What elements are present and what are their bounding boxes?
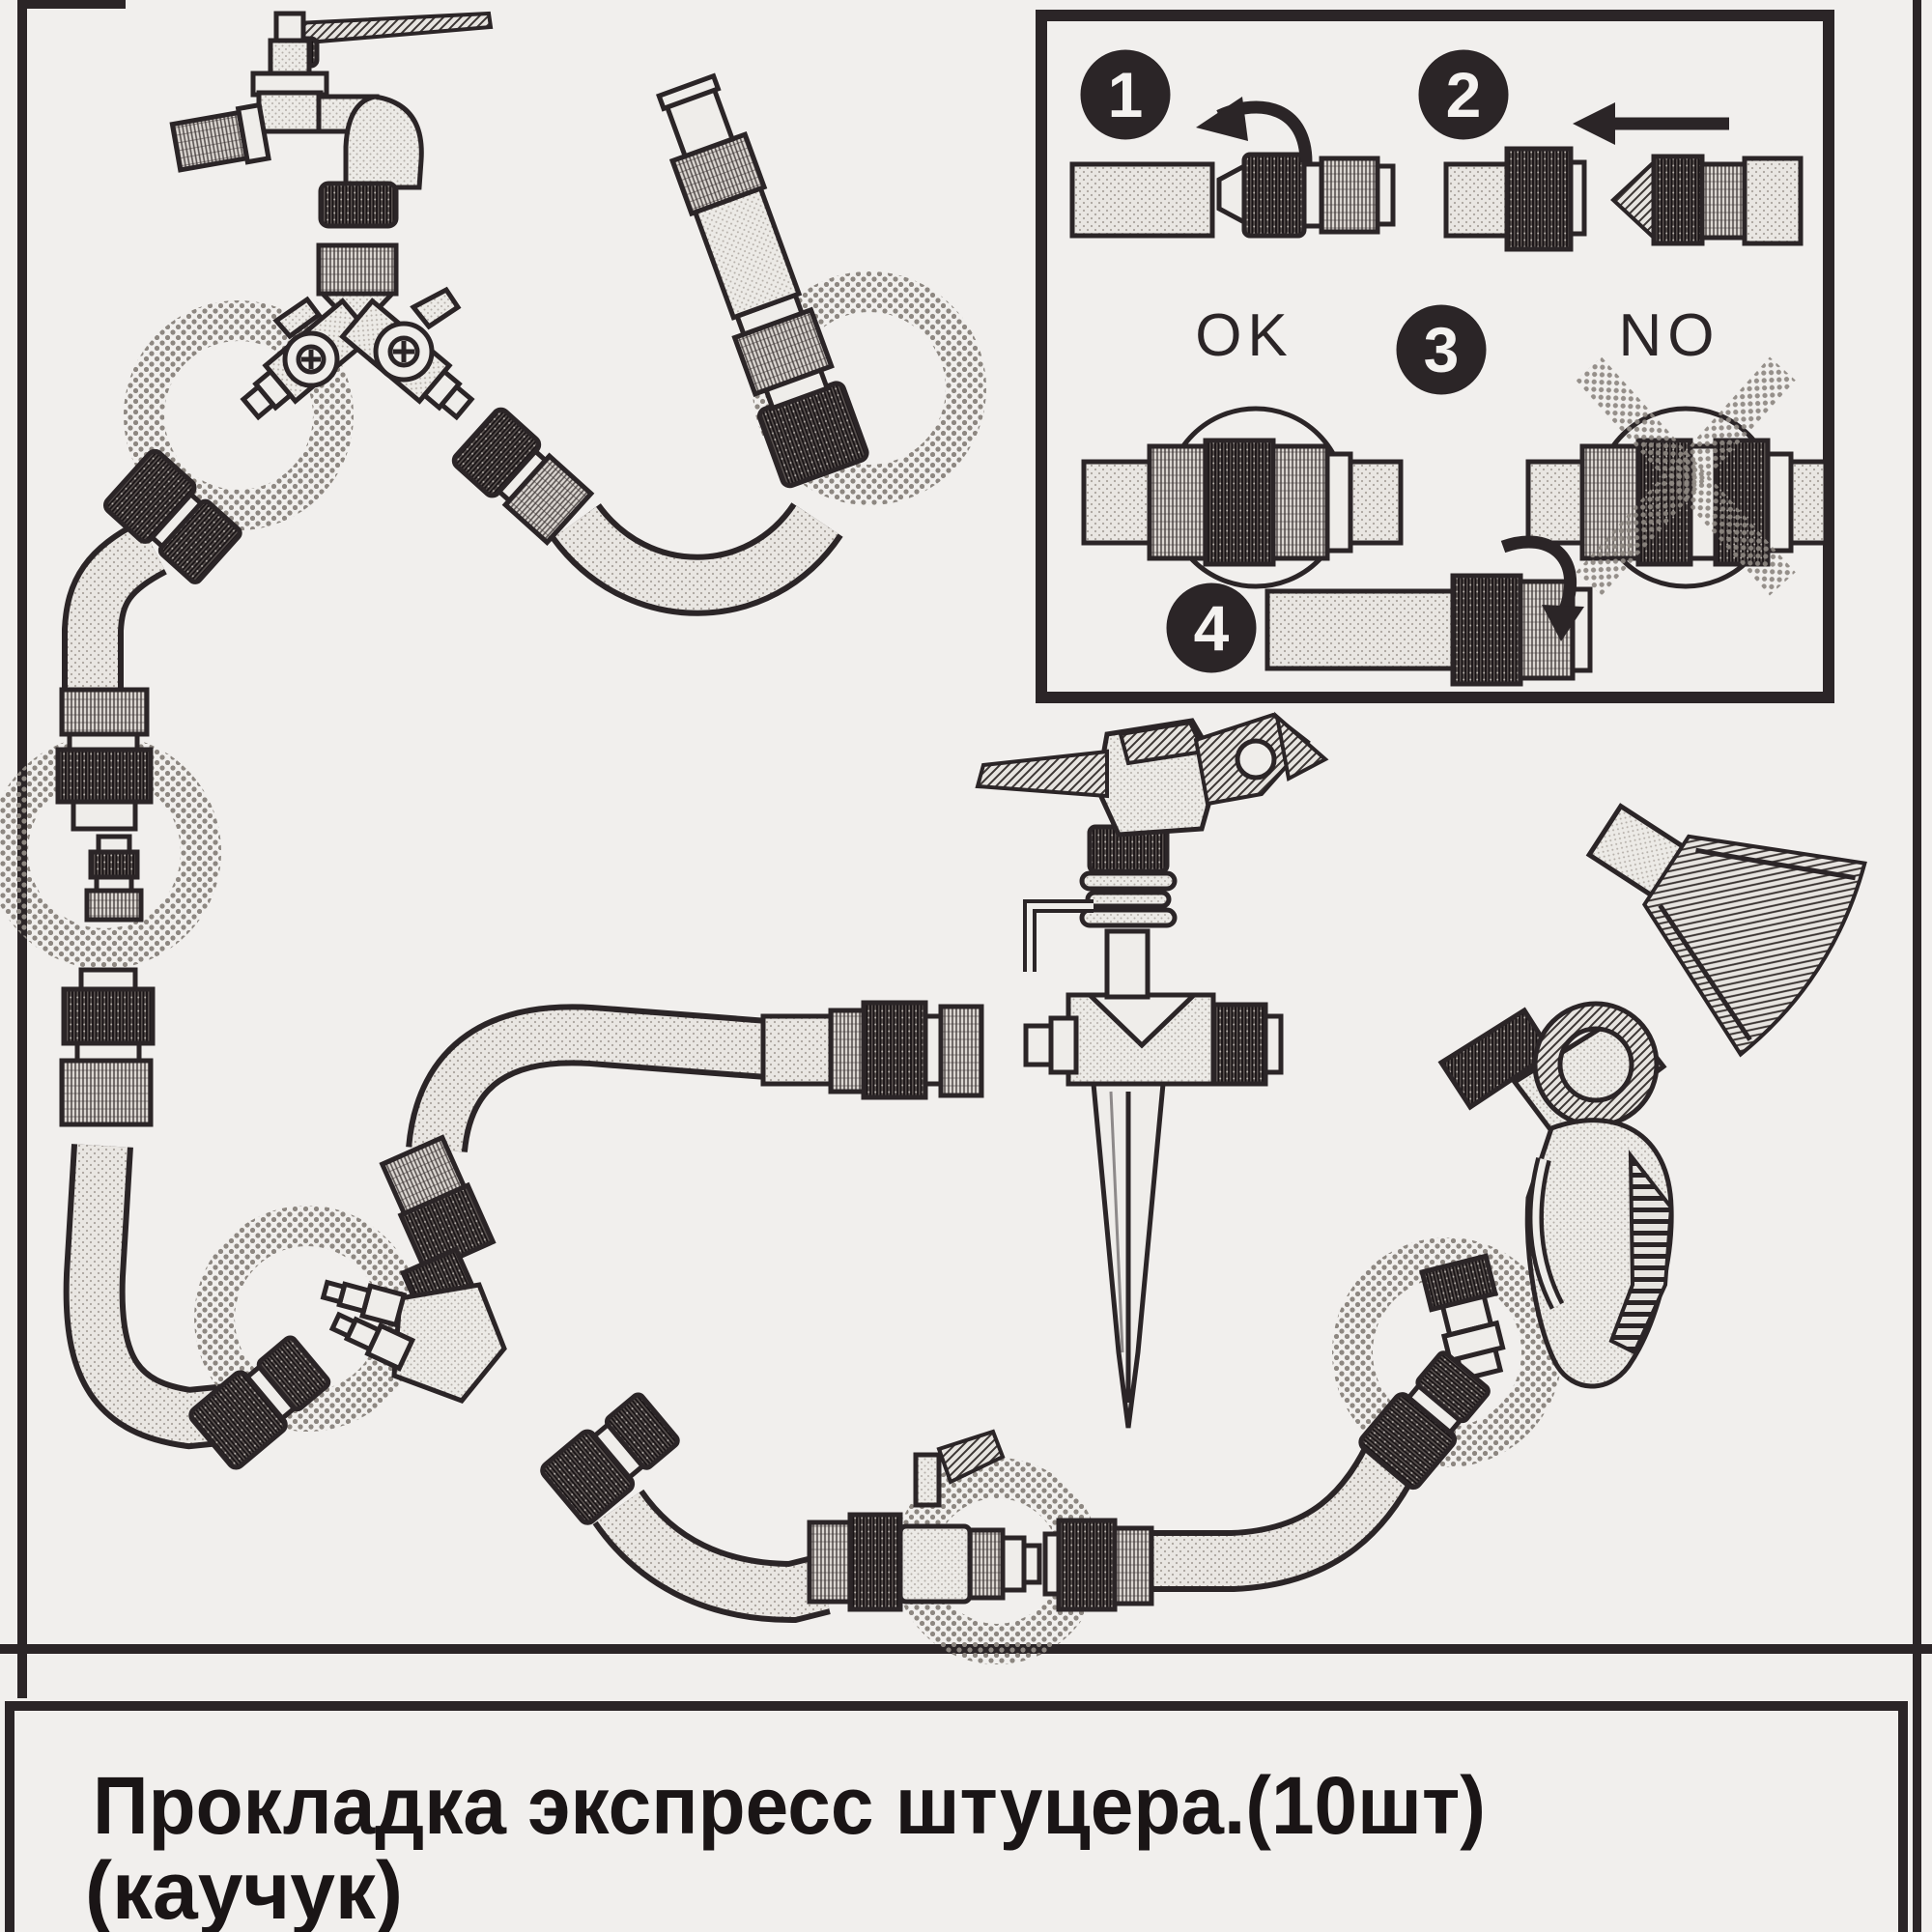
- faucet-icon: [169, 11, 494, 229]
- two-way-splitter-icon: [240, 242, 475, 421]
- valve-wing-icon: [272, 296, 323, 340]
- quick-coupler-icon: [451, 407, 595, 546]
- step-4-hose: [1264, 588, 1463, 671]
- spray-gun-icon: [1419, 803, 1867, 1389]
- step-2-tap-adapter: [1610, 154, 1804, 246]
- step-4-arrow-icon: [1500, 535, 1584, 641]
- hoses: [61, 501, 1423, 1624]
- highlight-ring-icon: [124, 300, 354, 530]
- tap-connector-icon: [318, 181, 399, 229]
- step-3-badge: [1396, 304, 1487, 395]
- quick-coupler-icon: [55, 687, 154, 832]
- ok-label: OK: [1195, 302, 1293, 369]
- step-2-arrow-icon: [1573, 102, 1729, 145]
- step-2-number: 2: [1446, 59, 1482, 130]
- grip-ridges-icon: [1608, 1150, 1674, 1355]
- ball-valve-icon: [807, 1429, 1042, 1612]
- hang-loop-icon: [1536, 1005, 1656, 1124]
- quick-coupler-icon: [1042, 1518, 1154, 1612]
- fan-head-icon: [1585, 803, 1867, 1058]
- hose-adapter-icon: [84, 834, 144, 923]
- quick-coupler-icon: [188, 1335, 331, 1470]
- no-label: NO: [1619, 302, 1720, 369]
- ok-joint: [1081, 438, 1404, 567]
- step-1-coupler: [1216, 152, 1396, 239]
- spray-nozzle-icon: [656, 72, 869, 489]
- y-splitter-icon: [320, 1134, 507, 1404]
- coupler-pair-icon: [760, 1000, 984, 1100]
- page-border-top-tick: [17, 0, 126, 9]
- step-4-number: 4: [1194, 592, 1230, 664]
- valve-wing-icon: [410, 286, 462, 330]
- step-2-badge: [1418, 49, 1509, 140]
- quick-coupler-icon: [1358, 1350, 1491, 1491]
- step-1-number: 1: [1108, 59, 1144, 130]
- step-4-badge: [1166, 582, 1257, 673]
- step-1-arrow-icon: [1196, 97, 1313, 163]
- caption-line-1: Прокладка экспресс штуцера.(10шт): [93, 1760, 1486, 1851]
- impulse-sprinkler-icon: [975, 711, 1329, 1429]
- caption-box: Прокладка экспресс штуцера.(10шт) (каучу…: [5, 1701, 1908, 1932]
- no-cross-icon: [1576, 356, 1796, 596]
- valve-lever-icon: [936, 1429, 1006, 1485]
- quick-coupler-icon: [540, 1392, 680, 1525]
- quick-coupler-icon: [102, 448, 242, 584]
- instruction-inset: 1 2 OK 3 NO: [1036, 10, 1834, 703]
- sprinkler-arm-icon: [975, 749, 1109, 799]
- quick-coupler-icon: [59, 967, 156, 1127]
- step-1-badge: [1080, 49, 1171, 140]
- page-border-right: [1913, 0, 1921, 1932]
- step-1-hose: [1069, 161, 1215, 239]
- caption-line-2: (каучук): [85, 1845, 403, 1932]
- step-3-number: 3: [1424, 314, 1460, 385]
- step-2-coupler: [1504, 146, 1587, 252]
